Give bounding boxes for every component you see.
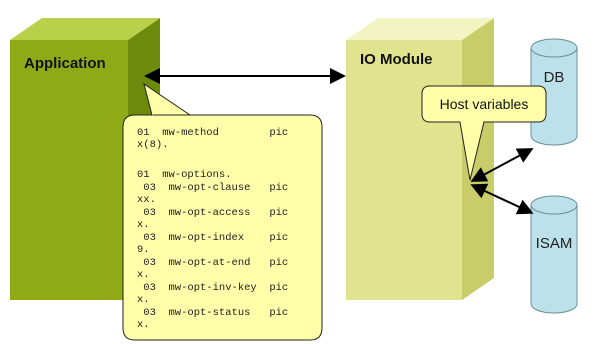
arrow-io-module-db [470, 148, 534, 182]
code-line: x. [137, 319, 150, 331]
code-line: x. [137, 219, 150, 231]
code-callout-shape [122, 82, 323, 341]
host-variables-callout-shape [421, 85, 547, 181]
isam-label: ISAM [536, 235, 573, 252]
application-label: Application [24, 55, 106, 72]
code-line: 03 mw-opt-at-end pic [137, 257, 288, 269]
isam-cylinder-top [530, 195, 578, 215]
application-block-front [10, 40, 128, 300]
db-label: DB [544, 69, 565, 86]
host-variables-text: Host variables [440, 96, 529, 112]
code-line: 9. [137, 244, 150, 256]
code-line: xx. [137, 194, 156, 206]
code-line: 01 mw-options. [137, 169, 232, 181]
code-line: 03 mw-opt-access pic [137, 207, 288, 219]
code-lines: 01 mw-method pic x(8). 01 mw-options. 03… [137, 127, 288, 331]
isam-cylinder-body [530, 204, 578, 314]
db-cylinder-top [530, 38, 578, 58]
code-line: 01 mw-method pic [137, 127, 288, 139]
code-line: 03 mw-opt-index pic [137, 232, 288, 244]
code-callout: 01 mw-method pic x(8). 01 mw-options. 03… [122, 82, 323, 341]
arrow-io-module-isam [470, 183, 534, 215]
io-module-block-top [346, 18, 494, 40]
code-line: x. [137, 294, 150, 306]
io-module-block-front [346, 40, 462, 300]
code-line: 03 mw-opt-status pic [137, 307, 288, 319]
code-line: 03 mw-opt-inv-key pic [137, 282, 288, 294]
isam-cylinder: ISAM [530, 195, 578, 314]
code-line: x. [137, 269, 150, 281]
code-line: 03 mw-opt-clause pic [137, 182, 288, 194]
code-line: x(8). [137, 139, 169, 151]
db-cylinder: DB [530, 38, 578, 146]
io-module-label: IO Module [360, 51, 433, 68]
application-block-top [10, 18, 160, 40]
host-variables-callout: Host variables [421, 85, 547, 181]
